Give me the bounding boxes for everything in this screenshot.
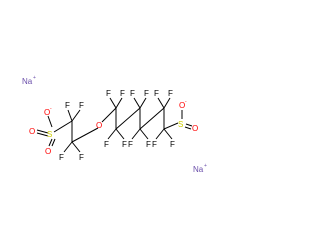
atom-f-c3-top: F: [106, 89, 111, 98]
bond-c4-c5: [115, 107, 141, 130]
atom-f-c8-left: F: [152, 140, 157, 149]
atom-f-c2-left: F: [59, 153, 64, 162]
sodium-ion-1-charge: +: [33, 75, 36, 81]
bond-c2-o: [71, 127, 99, 143]
bond-s1-o-left-double: [36, 132, 49, 137]
atom-f-c4-left: F: [104, 140, 109, 149]
bond-c2-f-right: [71, 141, 81, 153]
atom-f-c1-top: F: [65, 101, 70, 110]
atom-s-right: S: [178, 120, 183, 129]
bond-c2-f-left: [63, 141, 73, 153]
atom-f-c3-right: F: [120, 89, 125, 98]
bond-c6-c7: [139, 107, 165, 130]
sodium-ion-2-charge: +: [204, 163, 207, 169]
atom-o-left-bottom: O: [45, 147, 51, 156]
atom-f-c1-right: F: [79, 101, 84, 110]
bond-c4-f-right: [115, 128, 125, 140]
bond-s2-o-right-double: [184, 126, 192, 130]
atom-f-c7-top: F: [154, 89, 159, 98]
bond-c4-f-left: [107, 128, 117, 140]
bond-s1-o-top: [47, 115, 53, 128]
bond-c6-f-left: [131, 128, 141, 140]
sodium-ion-2: Na: [193, 165, 204, 174]
atom-f-c6-left: F: [128, 140, 133, 149]
atoms: O - O S O F F F F O F F F F F F F F F F …: [29, 89, 198, 162]
atom-f-c7-right: F: [168, 89, 173, 98]
atom-o-right-top: O: [179, 101, 185, 110]
charge-o-left: -: [50, 106, 52, 112]
bond-s1-o-bottom-double: [51, 138, 56, 147]
atom-o-left-top: O: [44, 108, 50, 117]
atom-f-c5-right: F: [144, 89, 149, 98]
bond-c8-s2: [163, 122, 179, 130]
bond-c1-f-top: [67, 109, 73, 122]
bond-c8-f-right: [163, 128, 173, 140]
bond-c7-f-top: [157, 97, 165, 109]
atom-o-right: O: [192, 124, 198, 133]
atom-f-c2-right: F: [79, 153, 84, 162]
bond-c8-f-left: [155, 128, 165, 140]
bond-o-c3: [101, 107, 117, 123]
atom-f-c4-right: F: [122, 140, 127, 149]
bond-s1-c1: [53, 120, 73, 133]
atom-o-left: O: [29, 127, 35, 136]
atom-o-ether: O: [96, 121, 102, 130]
bond-c3-f-right: [115, 97, 123, 109]
bond-c5-f-top: [133, 97, 141, 109]
bond-s2-o-right: [185, 123, 193, 127]
bond-c1-f-right: [71, 109, 81, 122]
atom-f-c8-right: F: [170, 140, 175, 149]
bond-s1-o-bottom: [48, 138, 53, 147]
bond-c3-f-top: [109, 97, 117, 109]
bond-c6-f-right: [139, 128, 149, 140]
bond-c7-f-right: [163, 97, 171, 109]
atom-s-left: S: [47, 130, 52, 139]
atom-f-c5-top: F: [130, 89, 135, 98]
atom-f-c6-right: F: [146, 140, 151, 149]
counter-ions: Na + Na +: [22, 75, 207, 174]
charge-o-right: -: [185, 99, 187, 105]
bond-c5-f-right: [139, 97, 147, 109]
sodium-ion-1: Na: [22, 77, 33, 86]
structure-diagram: O - O S O F F F F O F F F F F F F F F F …: [22, 75, 207, 174]
bond-s1-o-left: [36, 129, 49, 134]
bonds: [36, 97, 193, 153]
